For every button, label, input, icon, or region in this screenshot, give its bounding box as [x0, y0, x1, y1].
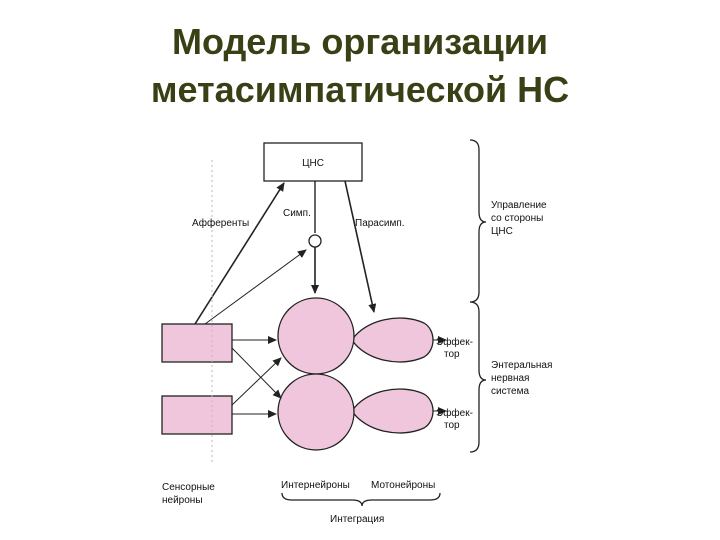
- interneurons-label: Интернейроны: [281, 480, 350, 491]
- sensory-to-sympathetic-arrow: [204, 249, 307, 325]
- brace-control: [469, 139, 487, 303]
- sensory-neuron-box-top: [161, 323, 233, 363]
- effector-top-label-2: тор: [444, 349, 460, 360]
- effector-bottom-label-1: Эффек-: [436, 407, 473, 419]
- sensory-bottom-to-circle-top-arrow: [231, 357, 282, 406]
- control-label-2: со стороны: [491, 213, 543, 224]
- effector-top-label-1: Эффек-: [436, 336, 473, 348]
- parasympathetic-arrow: [344, 180, 377, 313]
- afferents-label: Афференты: [192, 217, 249, 229]
- motoneurons-label: Мотонейроны: [371, 480, 435, 491]
- parasymp-label: Парасимп.: [355, 218, 405, 229]
- symp-label: Симп.: [283, 208, 311, 219]
- afferent-arrow: [194, 182, 285, 325]
- interneuron-circle-top: [277, 297, 355, 375]
- title-line-2: метасимпатической НС: [150, 69, 570, 110]
- brace-enteric: [469, 301, 487, 453]
- enteric-label-3: система: [491, 386, 529, 397]
- enteric-label-1: Энтеральная: [491, 360, 552, 371]
- slide-title: Модель организации метасимпатической НС: [0, 18, 720, 114]
- cns-box: [263, 142, 363, 182]
- interneuron-circle-bottom: [277, 373, 355, 451]
- sensory-top-to-circle-bottom-arrow: [231, 347, 282, 399]
- control-label-1: Управление: [491, 200, 547, 211]
- sensory-label-1: Сенсорные: [162, 482, 215, 493]
- effector-lobe-top: [351, 317, 434, 363]
- sensory-label-2: нейроны: [162, 495, 203, 506]
- enteric-label-2: нервная: [491, 373, 529, 384]
- effector-bottom-label-2: тор: [444, 420, 460, 431]
- cns-box-label: ЦНС: [302, 158, 324, 169]
- control-label-3: ЦНС: [491, 226, 513, 237]
- title-line-1: Модель организации: [171, 21, 549, 62]
- effector-lobe-bottom: [351, 388, 434, 434]
- sympathetic-ganglion-icon: [308, 234, 322, 248]
- integration-label: Интеграция: [330, 514, 384, 525]
- sensory-neuron-box-bottom: [161, 395, 233, 435]
- brace-integration: [281, 492, 441, 507]
